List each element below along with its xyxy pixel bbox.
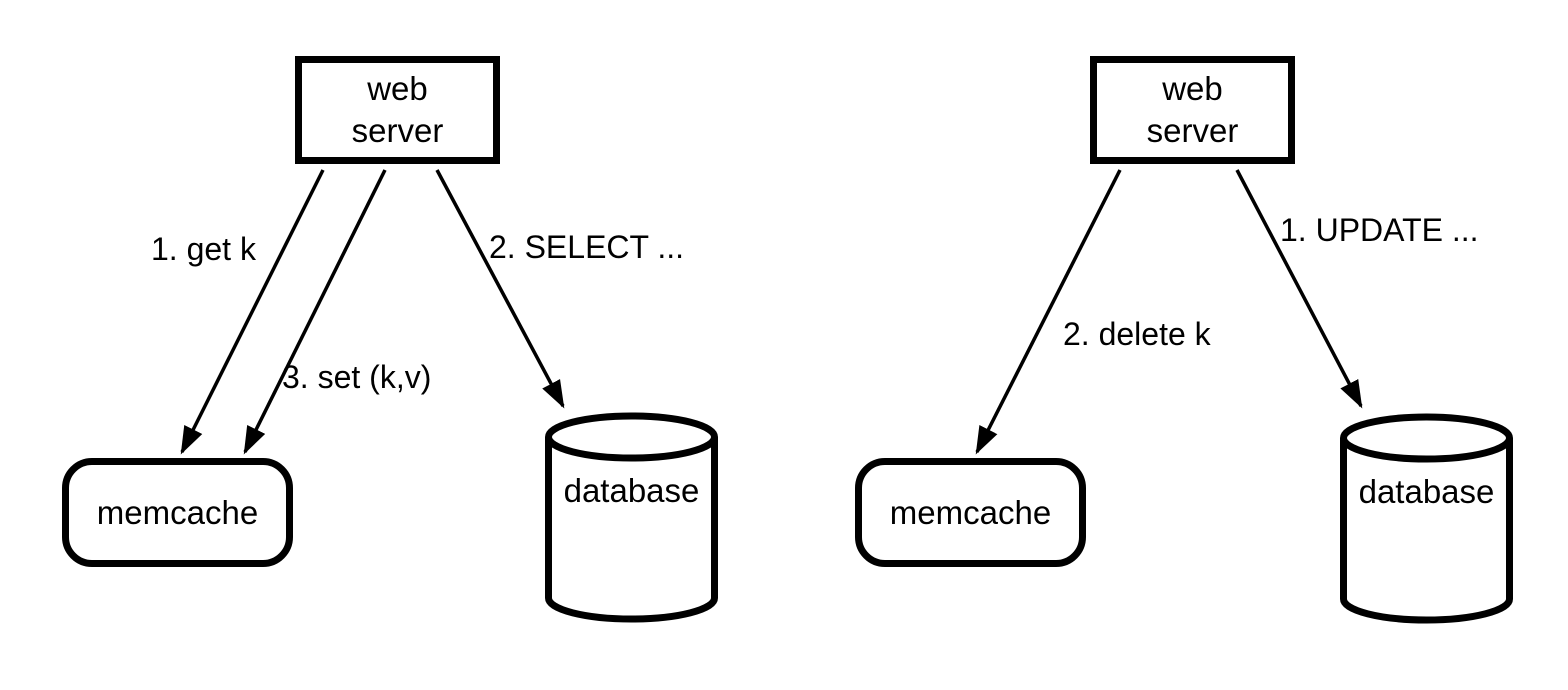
web-server-label-line1: web [367,70,428,107]
arrow-delete-k [975,169,1122,455]
edge-label-update: 1. UPDATE ... [1280,212,1479,248]
edge-label-delete-k: 2. delete k [1063,316,1211,352]
memcache-node: memcache [62,458,293,567]
edge-label-set-kv: 3. set (k,v) [282,359,432,395]
database-node: database [1340,413,1513,624]
arrow-select [435,169,565,409]
edge-label-get-k: 1. get k [151,231,256,267]
cache-read-diagram: web server 1. get k 2. SELECT ... 3. set… [62,56,718,623]
memcache-node: memcache [855,458,1086,567]
web-server-label-line2: server [351,112,444,149]
database-label: database [1358,473,1495,510]
arrow-set-kv [243,169,387,455]
web-server-label-line1: web [1162,70,1223,107]
memcache-label: memcache [96,493,259,531]
memcache-label: memcache [889,493,1052,531]
web-server-node: web server [1090,56,1295,164]
web-server-node: web server [295,56,500,164]
arrow-update [1235,169,1363,409]
database-label: database [563,472,700,509]
cache-invalidate-diagram: web server 1. UPDATE ... 2. delete k mem… [784,0,1568,690]
database-cylinder-icon [1340,413,1513,624]
edge-label-select: 2. SELECT ... [489,229,685,265]
arrow-get-k [180,169,325,455]
web-server-label-line2: server [1146,112,1239,149]
database-node: database [545,412,718,623]
database-cylinder-icon [545,412,718,623]
